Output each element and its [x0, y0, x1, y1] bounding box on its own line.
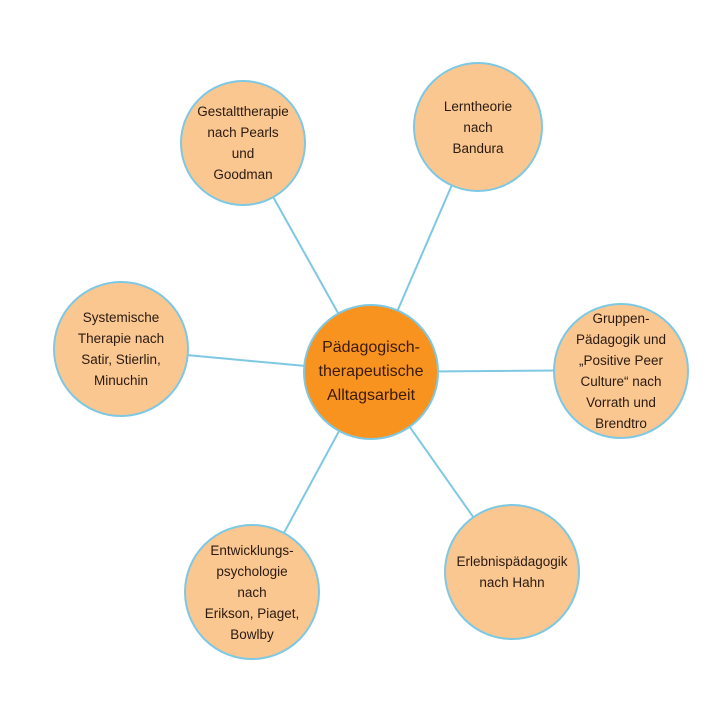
node-text: Erikson, Piaget, — [204, 605, 300, 621]
node-text: nach Hahn — [479, 575, 545, 590]
node-text: Goodman — [213, 167, 273, 182]
node-text: Minuchin — [93, 373, 149, 388]
center-text: Alltagsarbeit — [326, 387, 416, 404]
node-text: psychologie nach — [216, 563, 288, 600]
node-text: Lerntheorie nach — [443, 98, 513, 135]
node-text: Systemische — [82, 310, 160, 325]
node-erlebnispaedagogik: Erlebnispädagogik nach Hahn — [444, 504, 580, 640]
node-text: Brendtro — [595, 416, 647, 431]
node-text: Bowlby — [230, 626, 274, 642]
node-text: Gestalttherapie — [197, 104, 289, 119]
node-text: Entwicklungs- — [210, 542, 294, 558]
node-text: Satir, Stierlin, — [81, 352, 161, 367]
node-text: Pädagogik und — [575, 332, 667, 347]
node-text: Culture“ nach — [580, 374, 662, 389]
node-text: Therapie nach — [77, 331, 165, 346]
center-text: Pädagogisch- — [322, 339, 420, 356]
center-text: therapeutische — [318, 363, 424, 380]
node-text: Vorrath und — [586, 395, 656, 410]
node-text: Gruppen- — [592, 311, 650, 326]
node-text: nach Pearls und — [207, 125, 279, 161]
node-text: Erlebnispädagogik — [456, 554, 568, 569]
node-text: Bandura — [452, 140, 504, 156]
node-text: „Positive Peer — [578, 353, 664, 368]
